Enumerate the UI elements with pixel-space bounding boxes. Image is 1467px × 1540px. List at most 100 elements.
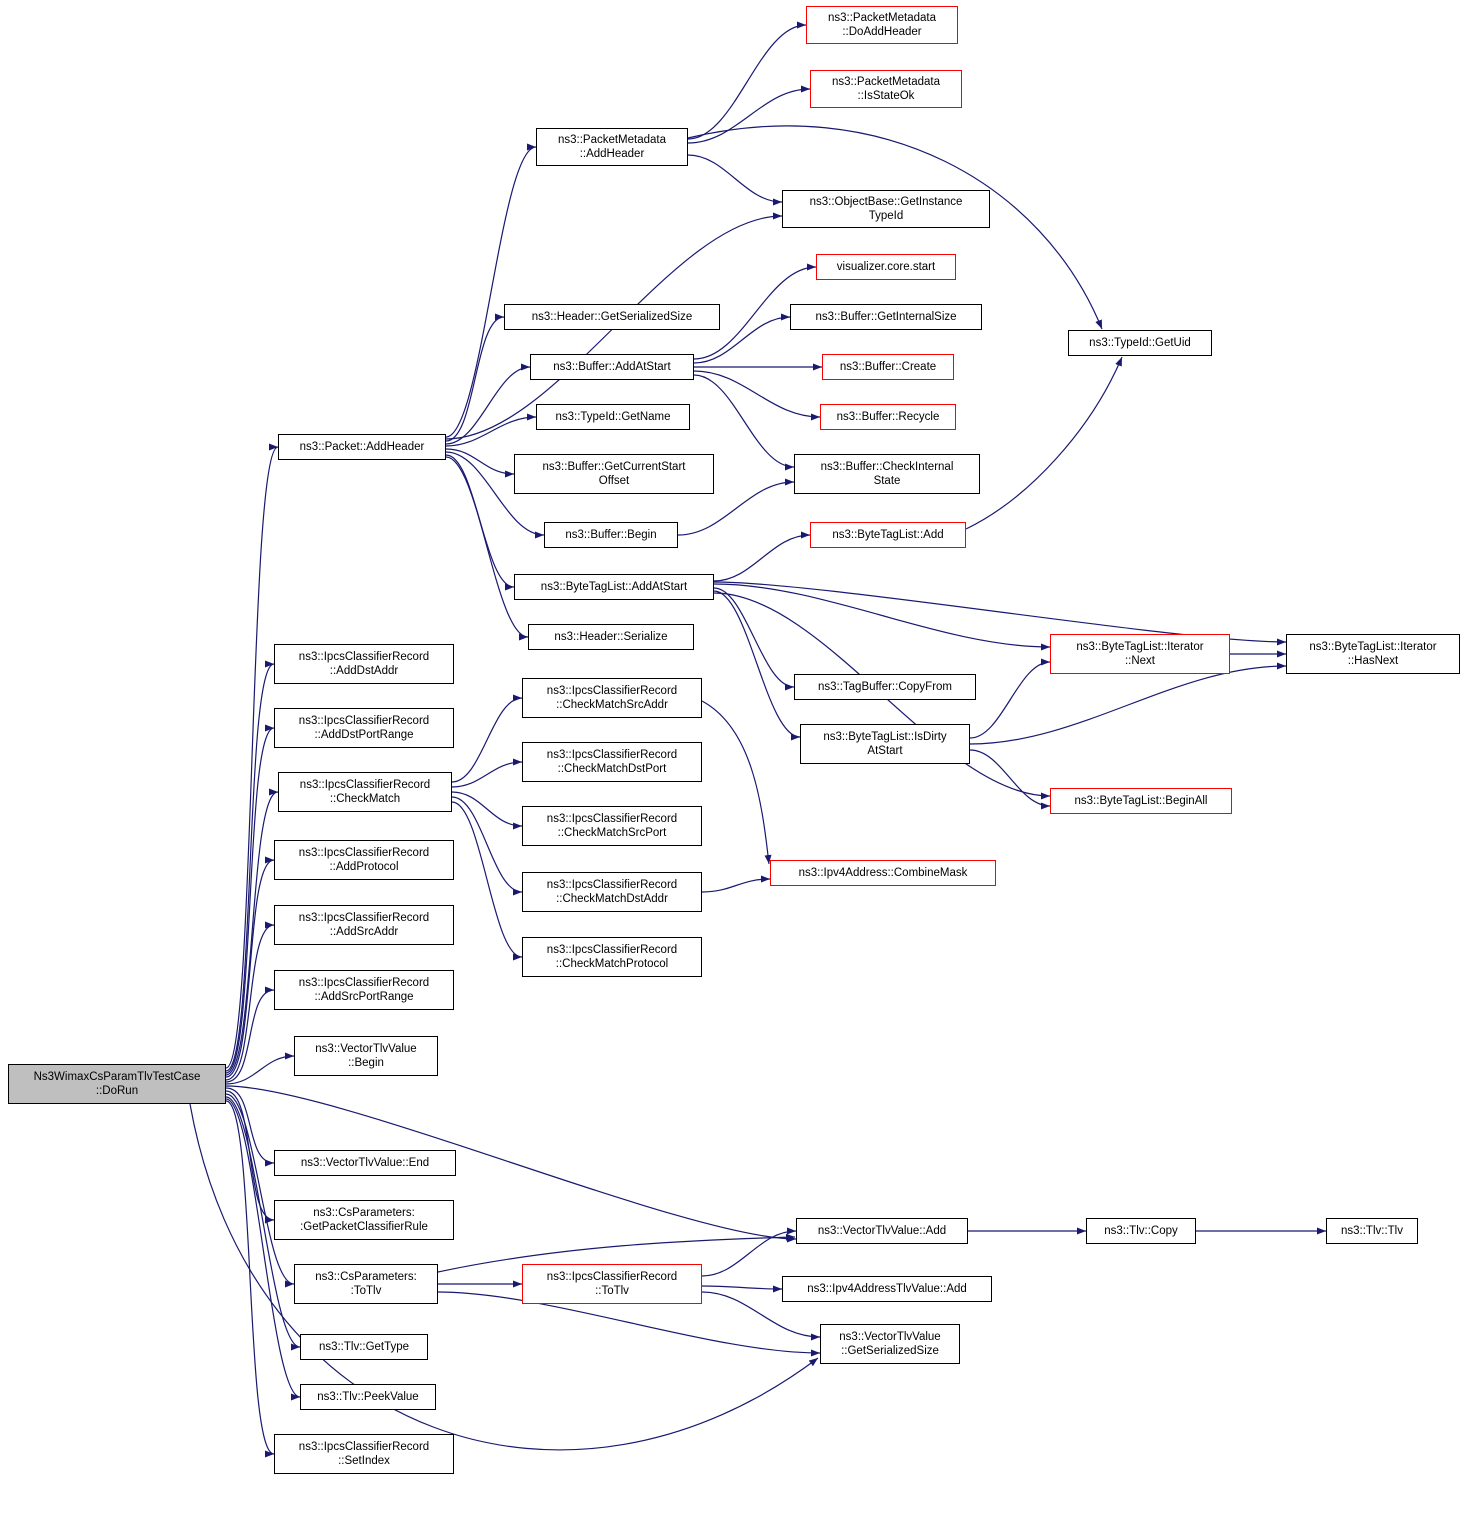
edge-icr-totlv--vtv-getserializedsize [701,1291,821,1341]
node-label: ns3::IpcsClassifierRecord [299,779,431,791]
node-label: ns3::IpcsClassifierRecord [298,912,430,924]
node-icr-adddstaddr[interactable]: ns3::IpcsClassifierRecord::AddDstAddr [274,644,454,684]
node-label: ns3::Header::GetSerializedSize [531,311,693,323]
edge-buf-addatstart--buf-checkinternalstate [693,374,795,471]
node-label: ns3::Buffer::Create [839,361,937,373]
node-label: ns3::IpcsClassifierRecord [546,879,678,891]
node-label: :GetPacketClassifierRule [300,1221,428,1233]
node-csp-totlv[interactable]: ns3::CsParameters::ToTlv [294,1264,438,1304]
node-label: ::ToTlv [595,1285,629,1297]
node-icr-checkmatchdstaddr[interactable]: ns3::IpcsClassifierRecord::CheckMatchDst… [522,872,702,912]
node-label: ::CheckMatchProtocol [555,958,669,970]
node-buf-addatstart[interactable]: ns3::Buffer::AddAtStart [530,354,694,380]
node-label: ::CheckMatchSrcAddr [556,699,668,711]
node-label: ns3::VectorTlvValue::End [300,1157,430,1169]
edge-btl-addatstart--btl-isdirtyatstart [713,590,801,741]
node-icr-addsrcaddr[interactable]: ns3::IpcsClassifierRecord::AddSrcAddr [274,905,454,945]
node-vtv-end[interactable]: ns3::VectorTlvValue::End [274,1150,456,1176]
node-label: ns3::Ipv4Address::CombineMask [798,867,968,879]
node-icr-checkmatchsrcaddr[interactable]: ns3::IpcsClassifierRecord::CheckMatchSrc… [522,678,702,718]
node-btl-beginall[interactable]: ns3::ByteTagList::BeginAll [1050,788,1232,814]
node-icr-addsrcportrange[interactable]: ns3::IpcsClassifierRecord::AddSrcPortRan… [274,970,454,1010]
node-label: ns3::TypeId::GetUid [1089,337,1191,349]
node-buf-recycle[interactable]: ns3::Buffer::Recycle [820,404,956,430]
node-label: :ToTlv [350,1285,382,1297]
node-vis-start[interactable]: visualizer.core.start [816,254,956,280]
node-tlv-peekvalue[interactable]: ns3::Tlv::PeekValue [300,1384,436,1410]
node-btl-it-hasnext[interactable]: ns3::ByteTagList::Iterator::HasNext [1286,634,1460,674]
edge-pkt-addheader--buf-addatstart [445,363,531,445]
node-icr-checkmatchsrcport[interactable]: ns3::IpcsClassifierRecord::CheckMatchSrc… [522,806,702,846]
node-label: ns3::Tlv::PeekValue [317,1391,419,1403]
node-icr-checkmatchdstport[interactable]: ns3::IpcsClassifierRecord::CheckMatchDst… [522,742,702,782]
node-label: TypeId [868,210,904,222]
node-label: ns3::Tlv::Tlv [1341,1225,1403,1237]
node-label: ::HasNext [1347,655,1399,667]
node-typeid-getuid[interactable]: ns3::TypeId::GetUid [1068,330,1212,356]
node-tlv-gettype[interactable]: ns3::Tlv::GetType [300,1334,428,1360]
node-label: ::SetIndex [338,1455,390,1467]
node-label: ::AddDstPortRange [314,729,414,741]
node-label: ns3::VectorTlvValue::Add [817,1225,947,1237]
node-tlv-tlv[interactable]: ns3::Tlv::Tlv [1326,1218,1418,1244]
node-csp-getpacketclassifierrule[interactable]: ns3::CsParameters::GetPacketClassifierRu… [274,1200,454,1240]
node-label: ns3::ByteTagList::Iterator [1309,641,1437,653]
node-label: AtStart [867,745,903,757]
node-icr-adddstportrange[interactable]: ns3::IpcsClassifierRecord::AddDstPortRan… [274,708,454,748]
node-icr-addprotocol[interactable]: ns3::IpcsClassifierRecord::AddProtocol [274,840,454,880]
node-label: ns3::Header::Serialize [554,631,668,643]
edge-icr-checkmatchdstaddr--ipv4-combinemask [701,875,771,893]
node-label: ::Next [1124,655,1156,667]
node-icr-setindex[interactable]: ns3::IpcsClassifierRecord::SetIndex [274,1434,454,1474]
edge-btl-addatstart--btl-it-next [713,583,1051,651]
edge-btl-isdirtyatstart--btl-it-next [969,658,1051,739]
node-label: State [873,475,901,487]
node-typeid-getname[interactable]: ns3::TypeId::GetName [536,404,690,430]
edge-dorun--tlv-peekvalue [225,1098,301,1401]
edge-dorun--vtv-begin [225,1052,295,1085]
node-dorun[interactable]: Ns3WimaxCsParamTlvTestCase::DoRun [8,1064,226,1104]
node-pm-isstateok[interactable]: ns3::PacketMetadata::IsStateOk [810,70,962,108]
node-tagbuf-copyfrom[interactable]: ns3::TagBuffer::CopyFrom [794,674,976,700]
node-btl-add[interactable]: ns3::ByteTagList::Add [810,522,966,548]
node-label: ns3::Ipv4AddressTlvValue::Add [807,1283,967,1295]
node-label: ns3::VectorTlvValue [839,1331,941,1343]
node-label: ns3::ByteTagList::AddAtStart [540,581,688,593]
node-pm-addheader[interactable]: ns3::PacketMetadata::AddHeader [536,128,688,166]
node-label: ns3::IpcsClassifierRecord [546,944,678,956]
node-vtv-getserializedsize[interactable]: ns3::VectorTlvValue::GetSerializedSize [820,1324,960,1364]
node-label: ns3::Tlv::GetType [318,1341,410,1353]
node-btl-it-next[interactable]: ns3::ByteTagList::Iterator::Next [1050,634,1230,674]
node-vtv-add[interactable]: ns3::VectorTlvValue::Add [796,1218,968,1244]
node-tlv-copy[interactable]: ns3::Tlv::Copy [1086,1218,1196,1244]
node-ipv4-combinemask[interactable]: ns3::Ipv4Address::CombineMask [770,860,996,886]
node-label: ns3::Buffer::Recycle [836,411,940,423]
node-icr-checkmatch[interactable]: ns3::IpcsClassifierRecord::CheckMatch [278,772,452,812]
edge-pm-addheader--pm-isstateok [687,85,811,144]
node-vtv-begin[interactable]: ns3::VectorTlvValue::Begin [294,1036,438,1076]
node-buf-begin[interactable]: ns3::Buffer::Begin [544,522,678,548]
node-icr-totlv[interactable]: ns3::IpcsClassifierRecord::ToTlv [522,1264,702,1304]
edge-btl-addatstart--tagbuf-copyfrom [713,587,795,691]
node-label: ::IsStateOk [857,90,915,102]
node-btl-addatstart[interactable]: ns3::ByteTagList::AddAtStart [514,574,714,600]
node-hdr-getserializedsize[interactable]: ns3::Header::GetSerializedSize [504,304,720,330]
node-ipv4tv-add[interactable]: ns3::Ipv4AddressTlvValue::Add [782,1276,992,1302]
node-pm-doaddheader[interactable]: ns3::PacketMetadata::DoAddHeader [806,6,958,44]
node-pkt-addheader[interactable]: ns3::Packet::AddHeader [278,434,446,460]
edge-dorun--icr-checkmatch [225,788,279,1076]
node-label: ns3::IpcsClassifierRecord [546,685,678,697]
node-buf-create[interactable]: ns3::Buffer::Create [822,354,954,380]
node-label: ns3::TypeId::GetName [555,411,671,423]
node-buf-getinternalsize[interactable]: ns3::Buffer::GetInternalSize [790,304,982,330]
node-icr-checkmatchprotocol[interactable]: ns3::IpcsClassifierRecord::CheckMatchPro… [522,937,702,977]
edge-pm-addheader--getinstancetypeid [687,154,783,206]
edge-pkt-addheader--hdr-getserializedsize [445,313,505,442]
edge-dorun--tlv-gettype [225,1096,301,1351]
node-hdr-serialize[interactable]: ns3::Header::Serialize [528,624,694,650]
